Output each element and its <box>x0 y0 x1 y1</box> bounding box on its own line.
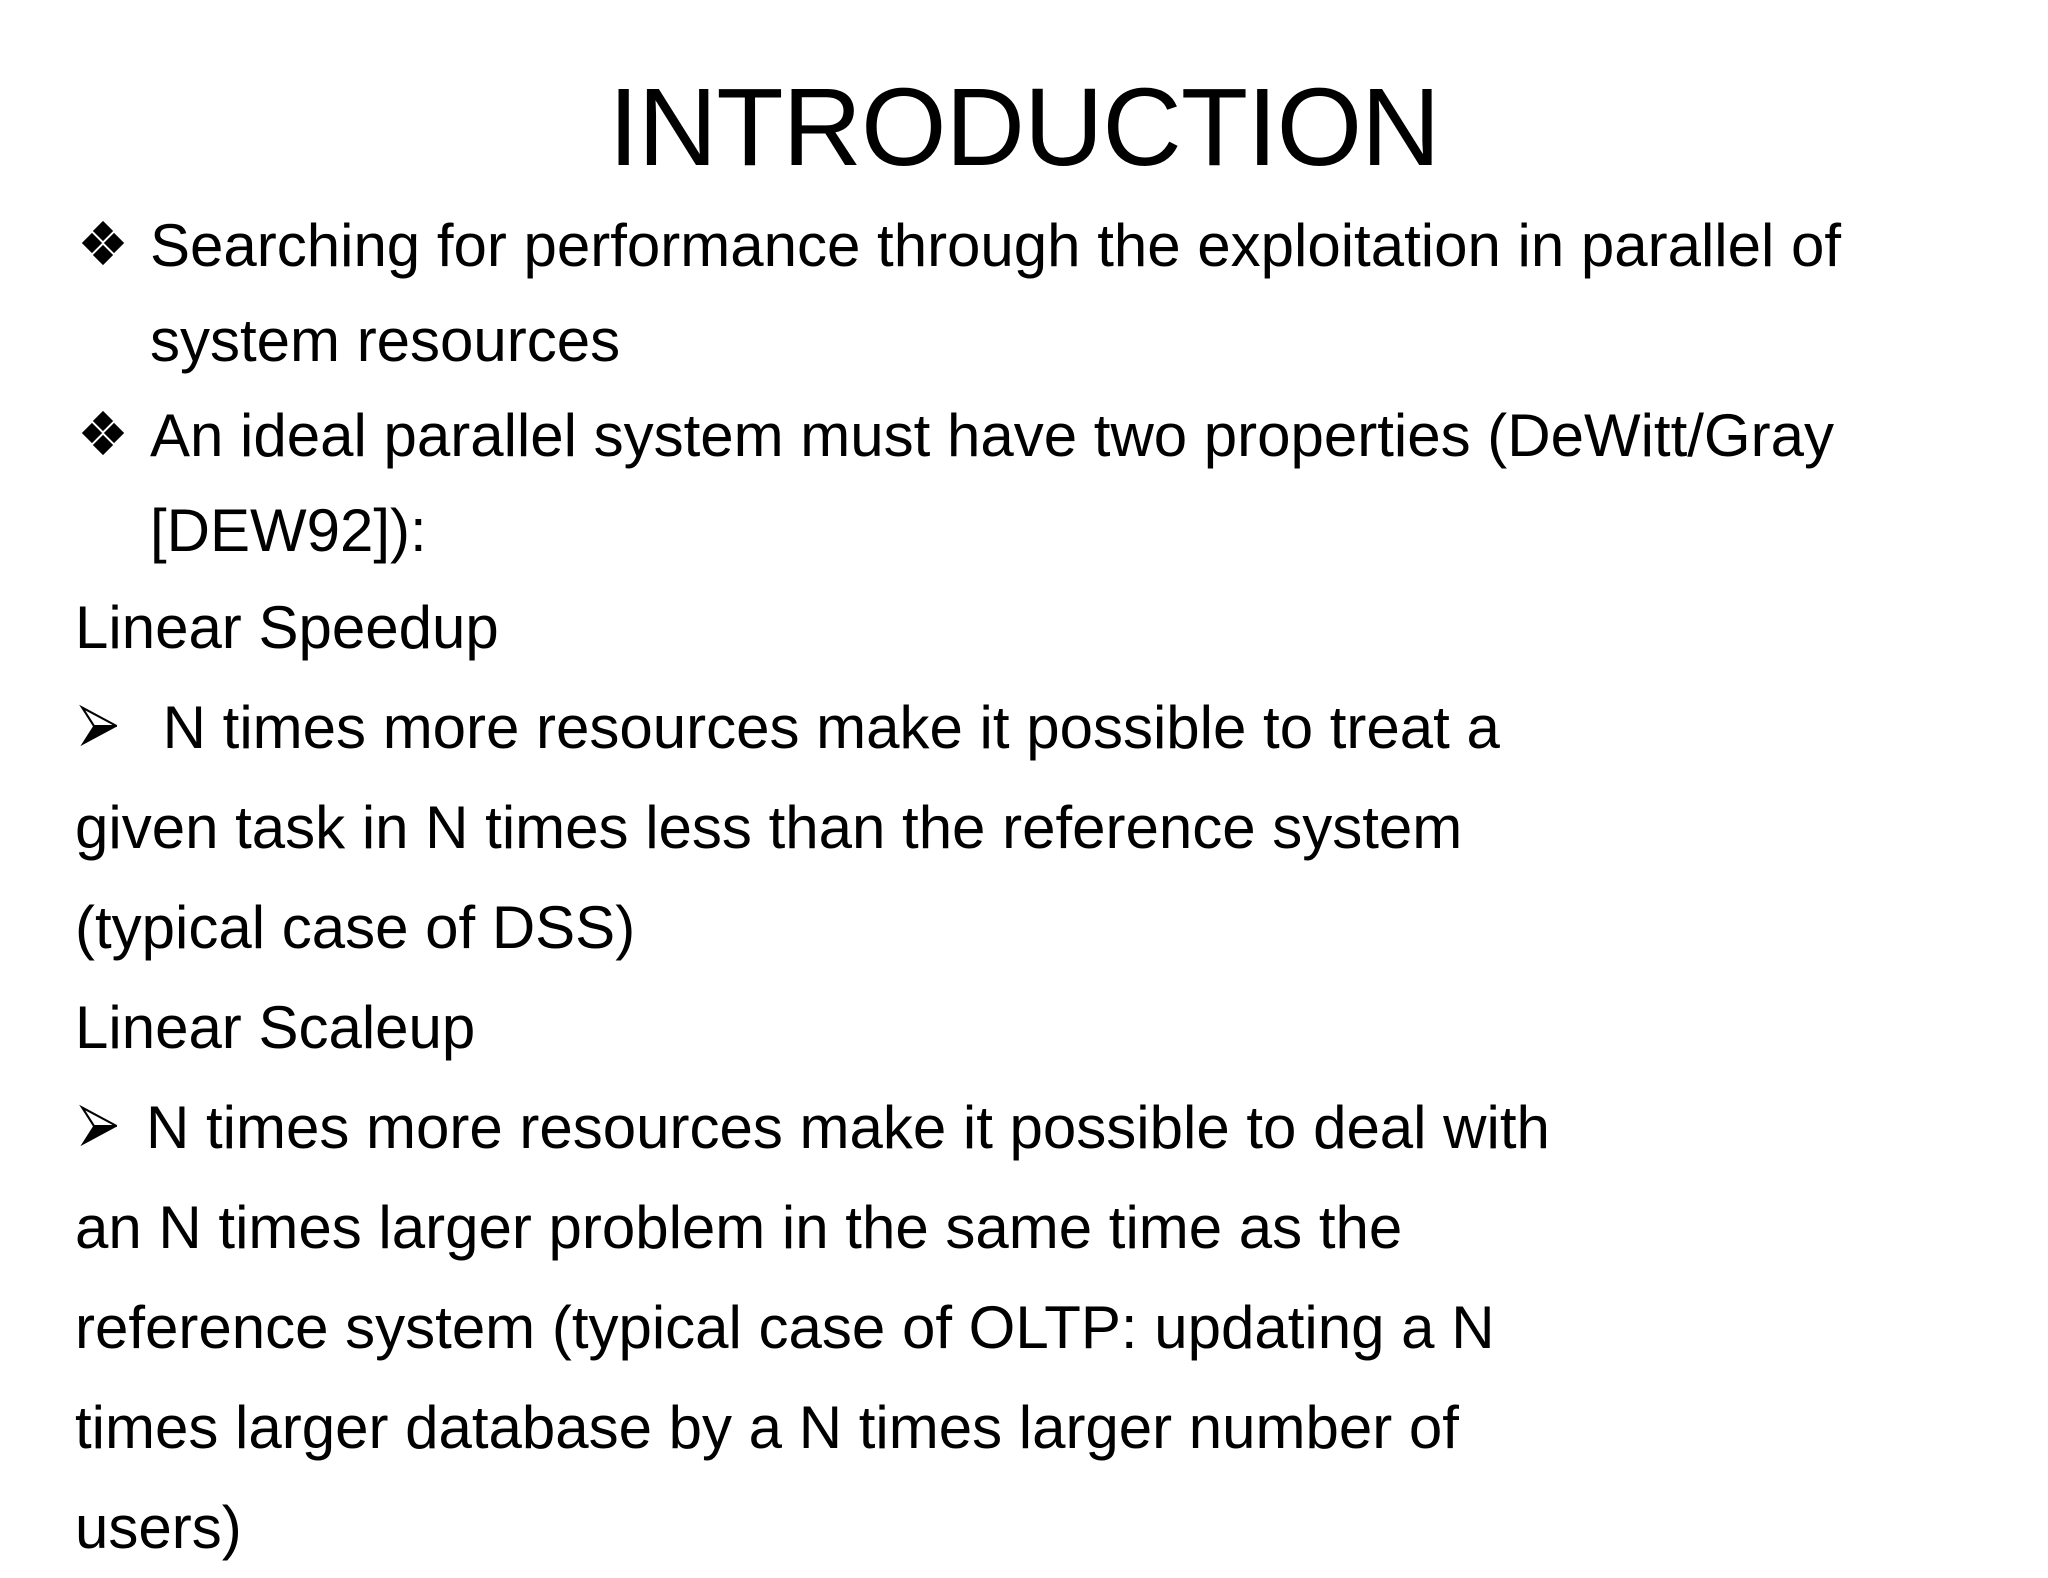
slide-text-line: given task in N times less than the refe… <box>0 778 2048 878</box>
slide-text-line: N times more resources make it possible … <box>0 1078 2048 1178</box>
line-text: Linear Scaleup <box>75 994 476 1061</box>
slide-text-line: An ideal parallel system must have two p… <box>0 388 2048 483</box>
four-diamonds-bullet-icon <box>81 410 125 455</box>
line-text: [DEW92]): <box>150 496 427 564</box>
line-text: an N times larger problem in the same ti… <box>75 1194 1403 1261</box>
slide-text-line: [DEW92]): <box>0 483 2048 578</box>
slide-text-line: N times more resources make it possible … <box>0 678 2048 778</box>
line-text: N times more resources make it possible … <box>146 694 1500 761</box>
slide-text-line: times larger database by a N times large… <box>0 1378 2048 1478</box>
line-text: Searching for performance through the ex… <box>150 211 1842 279</box>
slide-text-line: reference system (typical case of OLTP: … <box>0 1278 2048 1378</box>
slide-body: Searching for performance through the ex… <box>0 198 2048 1578</box>
line-text: (typical case of DSS) <box>75 894 636 961</box>
line-text: system resources <box>150 306 621 374</box>
slide-text-line: Linear Speedup <box>0 578 2048 678</box>
line-text: given task in N times less than the refe… <box>75 794 1463 861</box>
line-text: reference system (typical case of OLTP: … <box>75 1294 1495 1361</box>
slide-text-line: an N times larger problem in the same ti… <box>0 1178 2048 1278</box>
slide-text-line: system resources <box>0 293 2048 388</box>
slide-text-line: (typical case of DSS) <box>0 878 2048 978</box>
arrowhead-bullet-icon <box>79 1104 118 1147</box>
slide-title: INTRODUCTION <box>608 66 1440 189</box>
slide-text-line: Linear Scaleup <box>0 978 2048 1078</box>
slide-text-line: users) <box>0 1478 2048 1578</box>
four-diamonds-bullet-icon <box>81 220 125 265</box>
slide: INTRODUCTION Searching for performance t… <box>75 66 1842 1558</box>
line-text: N times more resources make it possible … <box>146 1094 1550 1161</box>
line-text: An ideal parallel system must have two p… <box>150 401 1834 469</box>
slide-text-line: Searching for performance through the ex… <box>0 198 2048 293</box>
line-text: Linear Speedup <box>75 594 499 661</box>
line-text: times larger database by a N times large… <box>75 1394 1459 1461</box>
arrowhead-bullet-icon <box>79 704 118 747</box>
line-text: users) <box>75 1494 242 1561</box>
